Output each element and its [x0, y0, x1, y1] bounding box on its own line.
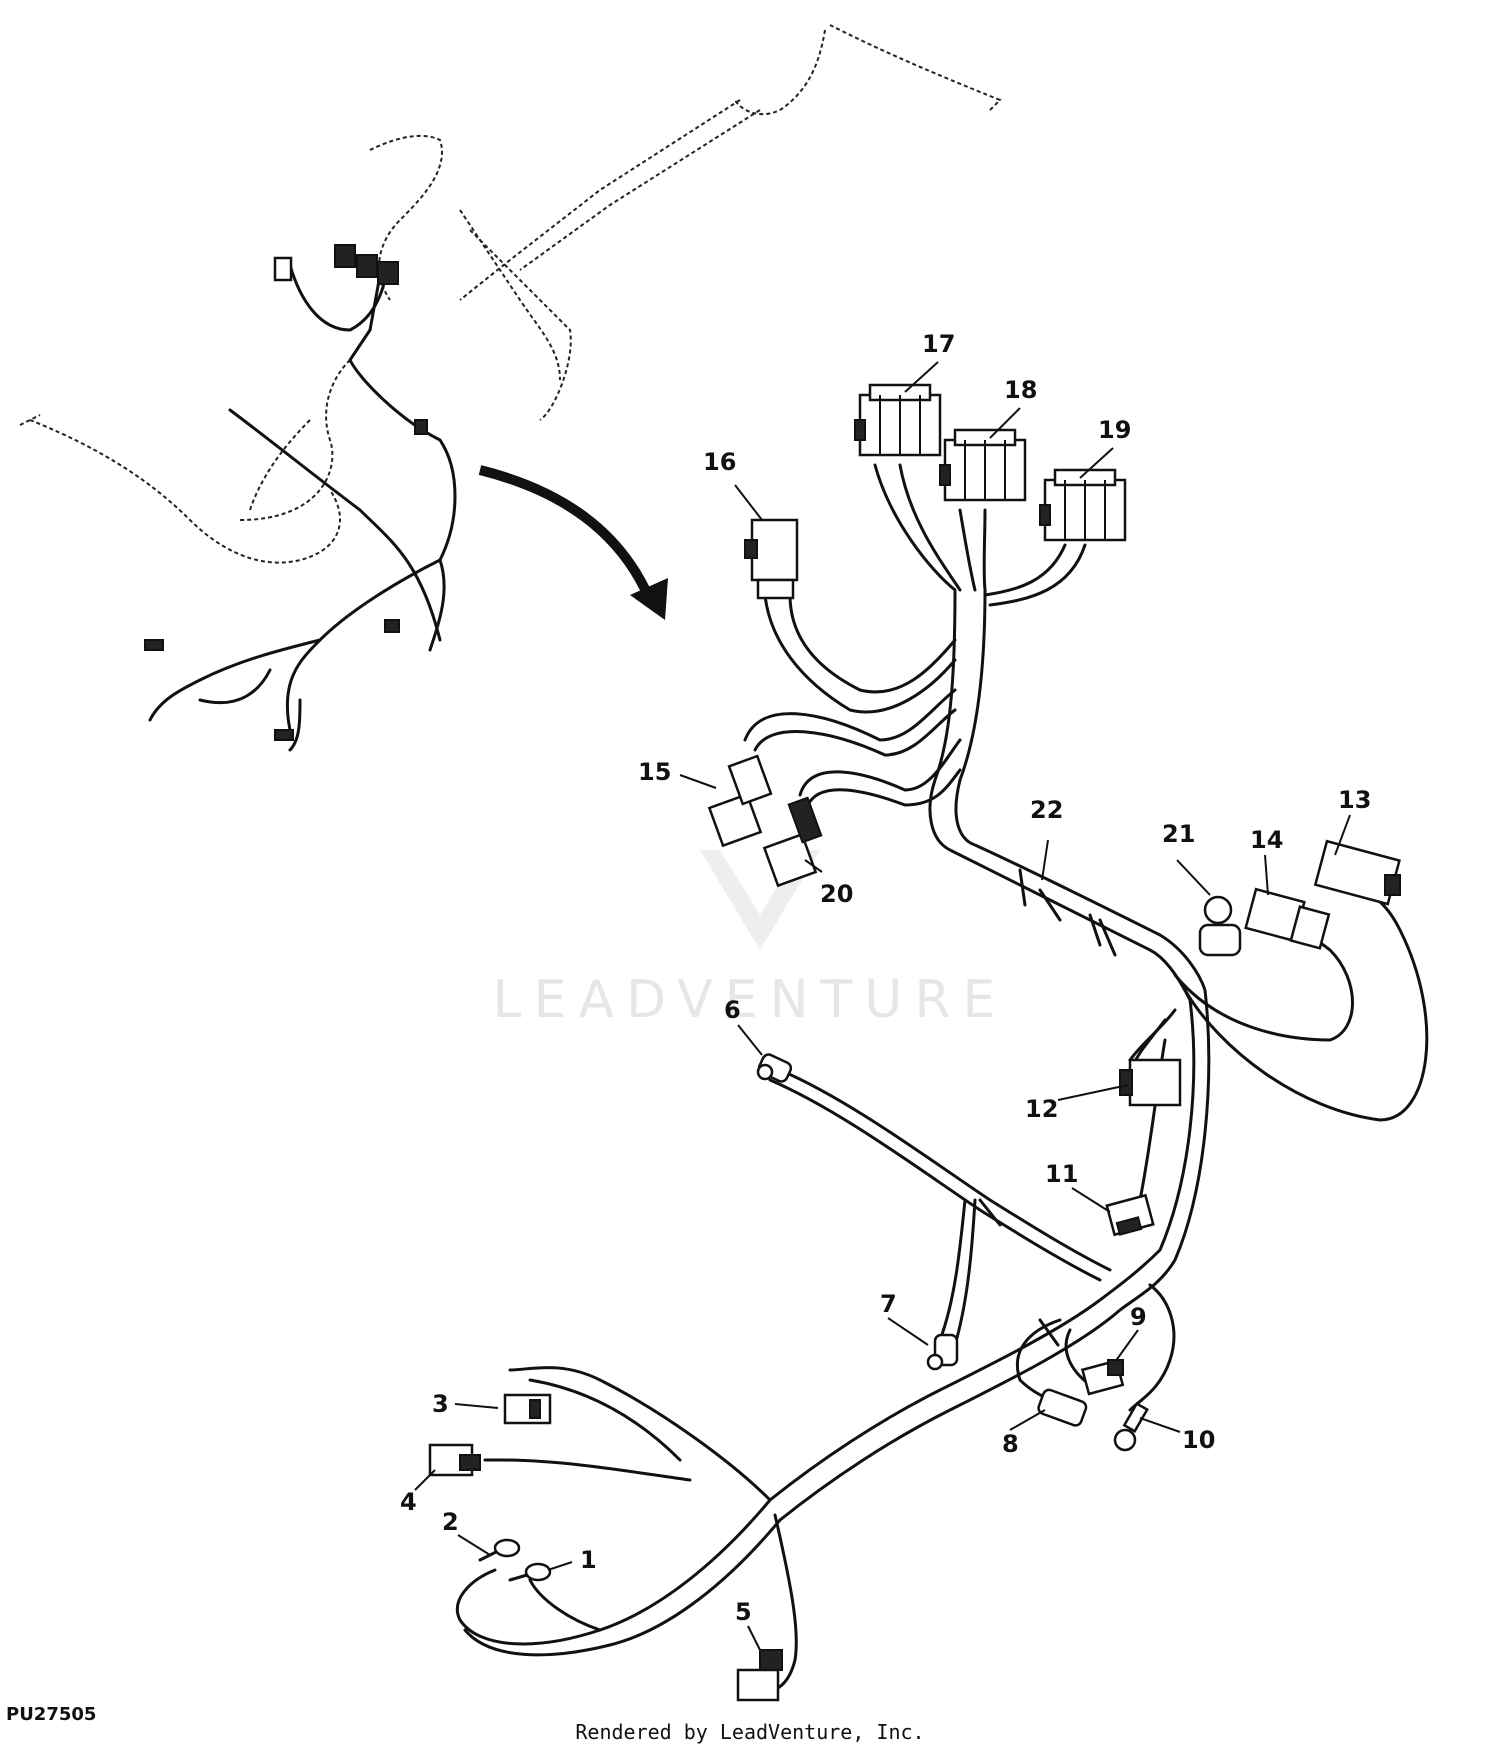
connector-5	[736, 1649, 783, 1702]
connector-15	[707, 754, 773, 848]
connector-17	[854, 383, 942, 457]
callout-21: 21	[1162, 820, 1195, 848]
callout-22: 22	[1030, 796, 1063, 824]
callout-18: 18	[1004, 376, 1037, 404]
leader-lines	[414, 361, 1351, 1651]
callout-14: 14	[1250, 826, 1283, 854]
connector-7	[926, 1333, 959, 1371]
watermark: LEADVENTURE	[492, 970, 1008, 1030]
connector-13	[1313, 839, 1401, 906]
callout-16: 16	[703, 448, 736, 476]
callout-10: 10	[1182, 1426, 1215, 1454]
figure-id: PU27505	[6, 1704, 97, 1725]
callout-9: 9	[1130, 1303, 1147, 1331]
callout-17: 17	[922, 330, 955, 358]
connector-8	[1037, 1388, 1088, 1427]
connector-10	[1113, 1401, 1149, 1452]
callout-3: 3	[432, 1390, 449, 1418]
connector-4	[428, 1443, 481, 1477]
callout-19: 19	[1098, 416, 1131, 444]
callout-20: 20	[820, 880, 853, 908]
callout-7: 7	[880, 1290, 897, 1318]
callout-12: 12	[1025, 1095, 1058, 1123]
connectors	[428, 383, 1401, 1702]
rendered-by-footer: Rendered by LeadVenture, Inc.	[575, 1720, 925, 1744]
connector-18	[939, 428, 1027, 502]
callout-4: 4	[400, 1488, 417, 1516]
connector-6	[756, 1053, 793, 1083]
detail-arrow	[478, 465, 668, 620]
connector-9	[1080, 1359, 1125, 1396]
connector-14	[1244, 887, 1331, 950]
overview-harness	[19, 24, 1002, 752]
connector-20	[762, 796, 823, 888]
connector-3	[503, 1393, 552, 1425]
callout-15: 15	[638, 758, 671, 786]
callout-5: 5	[735, 1598, 752, 1626]
callout-6: 6	[724, 996, 741, 1024]
callout-8: 8	[1002, 1430, 1019, 1458]
connector-16	[744, 518, 799, 600]
callout-labels: 1 2 3 4 5 6 7 8 9 10 11 12 13 14 15 16 1…	[400, 330, 1371, 1626]
connector-19	[1039, 468, 1127, 542]
connector-2	[478, 1538, 521, 1562]
connector-12	[1119, 1058, 1182, 1107]
connector-11	[1105, 1193, 1155, 1237]
callout-11: 11	[1045, 1160, 1078, 1188]
connector-1	[508, 1562, 552, 1582]
main-harness	[456, 463, 1429, 1692]
callout-2: 2	[442, 1508, 459, 1536]
callout-13: 13	[1338, 786, 1371, 814]
callout-1: 1	[580, 1546, 597, 1574]
connector-21	[1198, 895, 1242, 957]
